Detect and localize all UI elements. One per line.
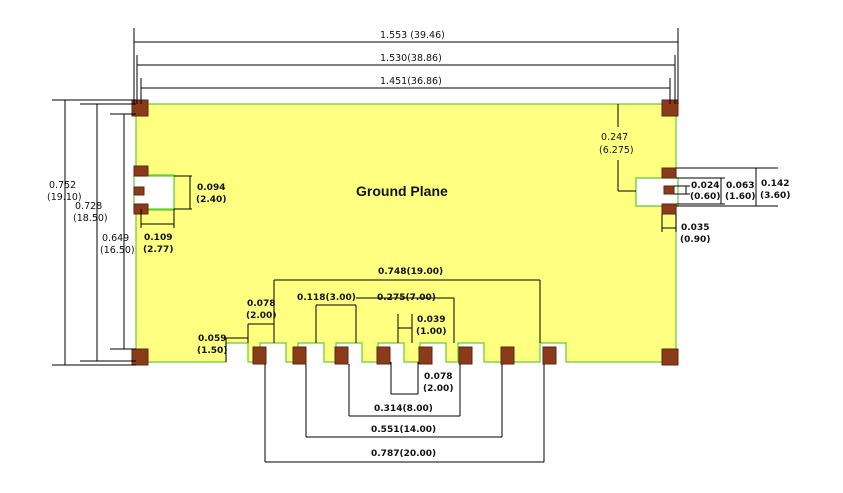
pad-bottom-5 [418,346,433,365]
dimension-lines [52,28,778,463]
dim-right-notch-a: 0.063 [726,181,754,191]
dim-pitch: 0.118(3.00) [297,293,356,303]
ground-plane-label: Ground Plane [356,183,448,199]
pad-bottom-1 [252,346,267,365]
dim-span-14: 0.551(14.00) [371,425,436,435]
dim-bottom-span: 0.748(19.00) [378,267,443,277]
dim-overall-2: 1.530(38.86) [380,53,442,64]
dim-span-8: 0.314(8.00) [374,404,433,414]
dim-right-top-a: 0.247 [601,132,628,143]
dim-overall-1: 1.553 (39.46) [380,30,445,41]
dim-span-7: 0.275(7.00) [377,293,436,303]
dim-slot-width-b: (2.00) [423,384,453,394]
pad-bottom-4 [376,346,391,365]
pad-bottom-right [661,348,679,366]
dim-height-2-b: (18.50) [73,213,108,224]
pad-left-notch-top [133,165,149,177]
dim-right-pad-a: 0.024 [691,181,719,191]
dim-right-notch-b: (1.60) [725,192,755,202]
pad-bottom-2 [292,346,307,365]
pad-right-notch-top [661,167,677,179]
dim-overall-3: 1.451(36.86) [380,76,442,87]
pad-bottom-6 [458,346,473,365]
dim-height-2-a: 0.728 [75,201,102,212]
dim-notch-width-b: (2.00) [246,311,276,321]
pad-bottom-left [131,348,149,366]
dim-pad-width-b: (1.00) [416,327,446,337]
pad-left-notch-mid [133,186,145,196]
dim-span-20: 0.787(20.00) [371,449,436,459]
dim-notch-width-a: 0.078 [247,299,275,309]
dim-right-top-b: (6.275) [599,145,634,156]
dim-left-notch-width-a: 0.109 [144,233,172,243]
dim-notch-depth-a: 0.059 [198,334,226,344]
dim-right-gap-b: (0.90) [680,235,710,245]
pad-right-notch-bottom [661,203,677,215]
dim-height-3-a: 0.649 [102,233,129,244]
dim-right-total-a: 0.142 [761,179,789,189]
pad-bottom-3 [334,346,349,365]
dim-left-notch-height-b: (2.40) [196,195,226,205]
dim-right-gap-a: 0.035 [681,223,709,233]
ground-plane-area [135,103,677,363]
dim-right-total-b: (3.60) [760,191,790,201]
dim-notch-depth-b: (1.50) [197,346,227,356]
pad-bottom-8 [542,346,557,365]
dim-slot-width-a: 0.078 [424,372,452,382]
dim-height-1-a: 0.752 [49,180,76,191]
dim-height-3-b: (16.50) [100,245,135,256]
pad-bottom-7 [500,346,515,365]
dim-pad-width-a: 0.039 [417,315,445,325]
dim-left-notch-width-b: (2.77) [143,245,173,255]
dim-height-1-b: (19.10) [47,192,82,203]
dim-right-pad-b: (0.60) [690,192,720,202]
pad-right-notch-mid [663,185,675,195]
dim-left-notch-height-a: 0.094 [197,183,225,193]
